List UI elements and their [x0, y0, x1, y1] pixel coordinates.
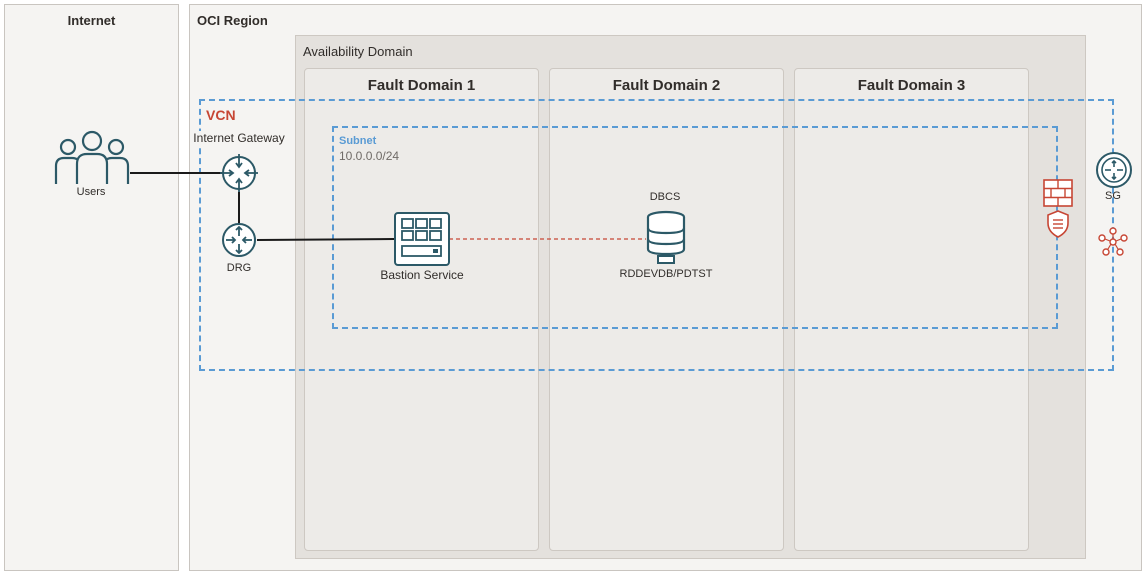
- drg-label: DRG: [226, 262, 252, 274]
- fault-domain-3-title: Fault Domain 3: [857, 77, 966, 94]
- internet-title: Internet: [67, 13, 116, 28]
- fault-domain-1-title: Fault Domain 1: [367, 77, 476, 94]
- fault-domain-2: Fault Domain 2: [549, 68, 784, 551]
- users-label: Users: [76, 186, 106, 198]
- db-name-label: RDDEVDB/PDTST: [619, 268, 713, 280]
- fault-domain-2-title: Fault Domain 2: [612, 77, 721, 94]
- database-icon: [646, 210, 686, 264]
- security-shield-icon: [1047, 210, 1069, 238]
- network-mesh-icon: [1098, 227, 1128, 256]
- internet-panel: Internet: [4, 4, 179, 571]
- region-title: OCI Region: [197, 13, 268, 28]
- users-icon: [54, 130, 130, 184]
- sg-label: SG: [1105, 190, 1121, 202]
- dbcs-label: DBCS: [649, 191, 681, 203]
- internet-gateway-label: Internet Gateway: [190, 131, 288, 145]
- fault-domain-3: Fault Domain 3: [794, 68, 1029, 551]
- bastion-icon: [394, 212, 450, 266]
- subnet-cidr: 10.0.0.0/24: [339, 149, 400, 163]
- firewall-icon: [1043, 179, 1073, 207]
- availability-domain-title: Availability Domain: [303, 44, 413, 59]
- drg-to-bastion-line: [256, 238, 395, 241]
- internet-gateway-icon: [220, 154, 258, 192]
- fault-domain-1: Fault Domain 1: [304, 68, 539, 551]
- bastion-label: Bastion Service: [380, 268, 464, 282]
- drg-icon: [222, 223, 256, 257]
- service-gateway-icon: [1096, 152, 1132, 188]
- subnet-title: Subnet: [339, 135, 377, 147]
- vcn-title: VCN: [206, 107, 236, 123]
